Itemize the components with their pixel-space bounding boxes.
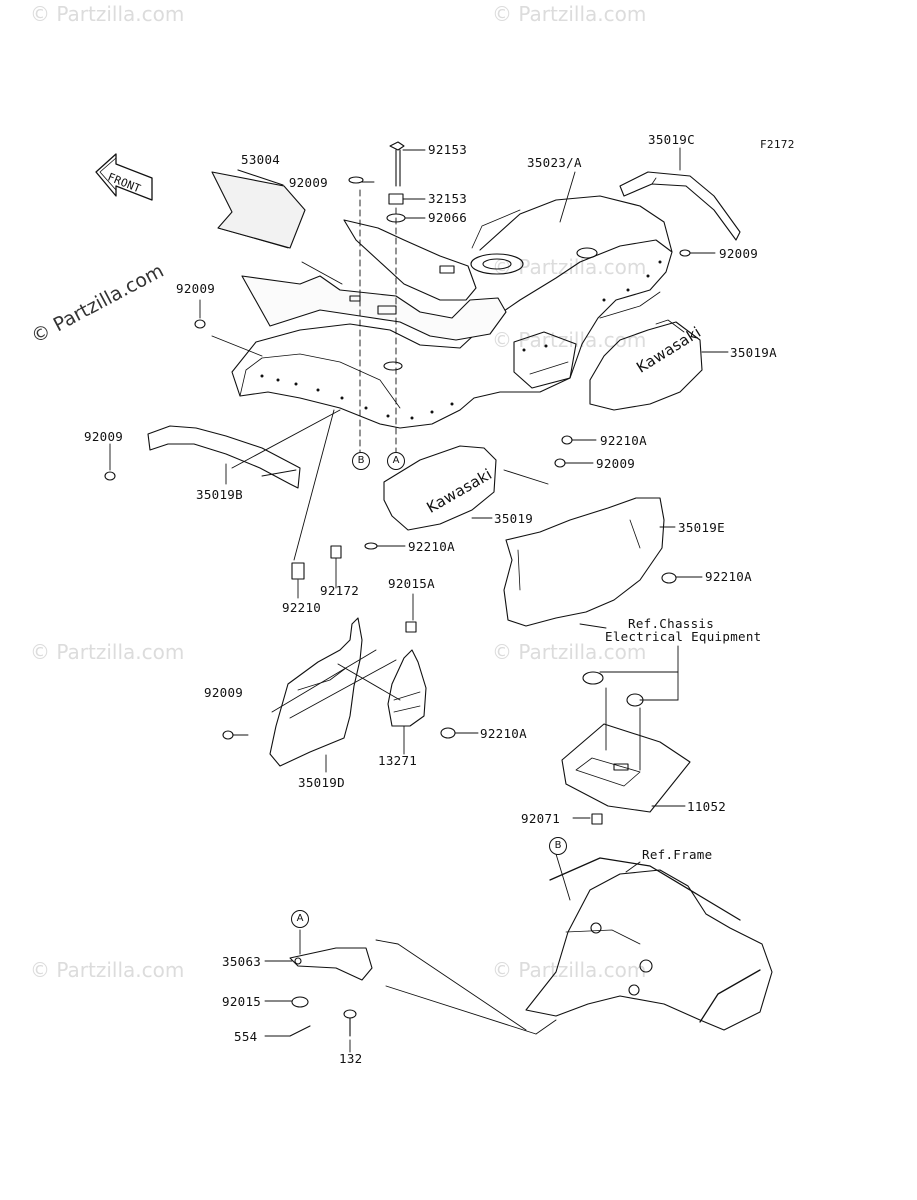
part-label-35019B: 35019B — [196, 487, 243, 502]
watermark: © Partzilla.com — [30, 640, 185, 664]
leader-lines — [109, 147, 729, 1053]
part-label-35023A: 35023/A — [527, 155, 582, 170]
ref-electrical-label: Electrical Equipment — [605, 629, 762, 644]
part-label-92210: 92210 — [282, 600, 322, 615]
part-35023-rear-fender — [231, 195, 673, 429]
part-35019-side-panel — [383, 445, 497, 531]
part-label-132: 132 — [339, 1051, 363, 1066]
part-label-35019A: 35019A — [730, 345, 777, 360]
part-label-92153: 92153 — [428, 142, 468, 157]
part-label-92009: 92009 — [288, 175, 328, 190]
part-label-92009-mid: 92009 — [596, 456, 636, 471]
callout-a: A — [387, 452, 405, 470]
part-label-35019: 35019 — [494, 511, 534, 526]
part-inner-panel — [241, 219, 507, 341]
part-label-13271: 13271 — [378, 753, 418, 768]
part-label-11052: 11052 — [687, 799, 727, 814]
part-label-53004: 53004 — [241, 152, 281, 167]
part-label-35019D: 35019D — [298, 775, 345, 790]
part-label-92015: 92015 — [222, 994, 262, 1009]
watermark: © Partzilla.com — [492, 958, 647, 982]
part-11052-tray — [561, 671, 691, 813]
part-label-35019C: 35019C — [648, 132, 695, 147]
part-35019D-guard — [269, 617, 363, 767]
callout-a: A — [291, 910, 309, 928]
ref-frame-label: Ref.Frame — [642, 847, 713, 862]
part-label-554: 554 — [234, 1029, 258, 1044]
part-label-92172: 92172 — [320, 583, 360, 598]
part-label-92009-far-left: 92009 — [84, 429, 124, 444]
watermark: © Partzilla.com — [492, 2, 647, 26]
part-label-32153: 32153 — [428, 191, 468, 206]
part-label-35019E: 35019E — [678, 520, 725, 535]
part-35019E-mudflap — [503, 497, 665, 627]
part-label-92066: 92066 — [428, 210, 468, 225]
part-label-92009-right: 92009 — [719, 246, 759, 261]
part-53004-cover — [211, 169, 306, 249]
callout-b: B — [352, 452, 370, 470]
callout-b: B — [549, 837, 567, 855]
part-35019C-strip — [619, 171, 741, 241]
part-label-92210A-2: 92210A — [408, 539, 455, 554]
part-35019B-strip — [147, 425, 301, 489]
part-35019A-side-panel — [589, 319, 703, 411]
watermark: © Partzilla.com — [30, 2, 185, 26]
part-label-92210A-3: 92210A — [705, 569, 752, 584]
figure-code: F2172 — [760, 138, 795, 151]
part-label-92210A: 92210A — [600, 433, 647, 448]
part-label-35063: 35063 — [222, 954, 262, 969]
part-35063-bracket — [289, 947, 373, 981]
watermark: © Partzilla.com — [30, 958, 185, 982]
part-label-92009-lower: 92009 — [204, 685, 244, 700]
watermark: © Partzilla.com — [492, 640, 647, 664]
front-arrow-icon — [95, 153, 153, 201]
part-label-92015A: 92015A — [388, 576, 435, 591]
part-frame — [525, 857, 773, 1031]
part-label-92210A-4: 92210A — [480, 726, 527, 741]
watermark: © Partzilla.com — [492, 255, 647, 279]
part-label-92009-left: 92009 — [176, 281, 216, 296]
part-label-92071: 92071 — [521, 811, 561, 826]
ref-chassis-label: Ref.Chassis — [628, 616, 715, 631]
